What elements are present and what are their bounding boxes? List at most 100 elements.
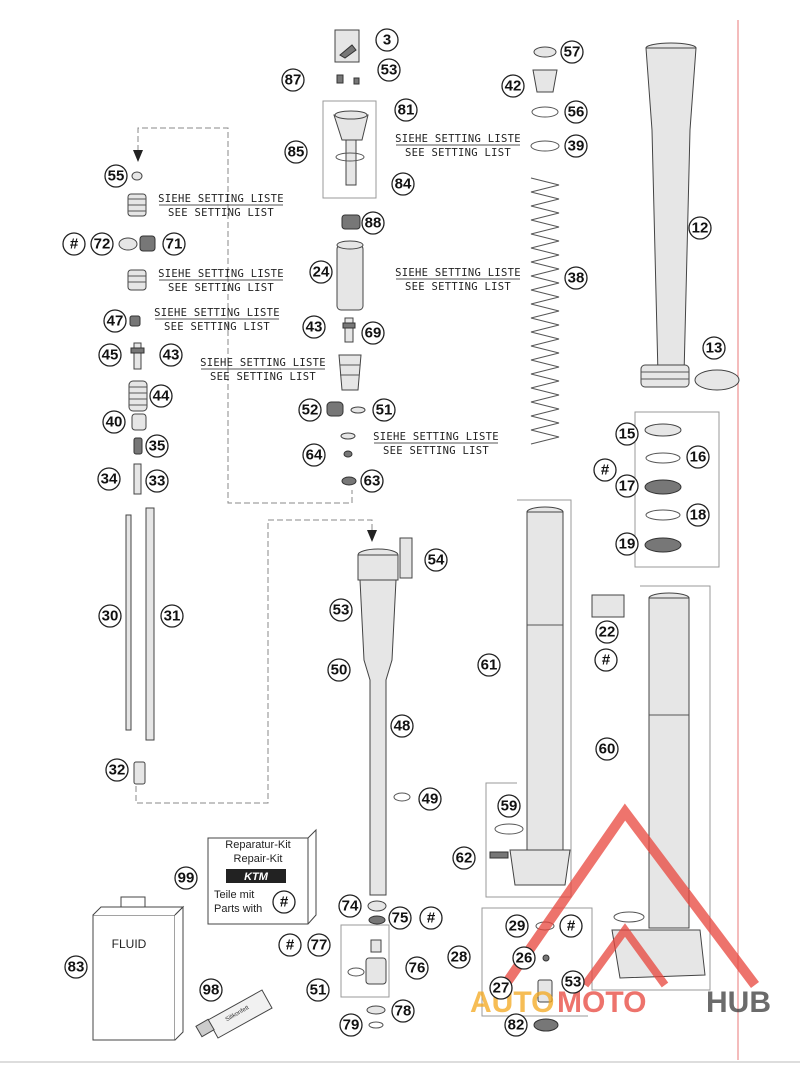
callout-number: 39 [568,138,585,155]
callout-circle [98,343,122,367]
hash-marker: # [593,458,617,482]
hash-symbol: # [70,236,79,253]
callout-number: 59 [501,798,518,815]
callout-number: 44 [153,388,170,405]
callout-32: 32 [105,758,129,782]
callout-51: 51 [306,978,330,1002]
hash-symbol: # [427,910,436,927]
callout-number: 47 [107,313,124,330]
callout-79: 79 [339,1013,363,1037]
hash-markers: ####### [62,232,618,957]
watermark-auto: AUTO [470,986,554,1019]
callout-78: 78 [391,999,415,1023]
callout-27: 27 [489,976,513,1000]
callout-55: 55 [104,164,128,188]
callout-number: 17 [619,478,636,495]
callout-number: 50 [331,662,348,679]
callout-number: 38 [568,270,585,287]
callout-circle [405,956,429,980]
hash-marker: # [62,232,86,256]
callout-31: 31 [160,604,184,628]
callout-number: 55 [108,168,125,185]
callout-82: 82 [504,1013,528,1037]
setting-note-en: SEE SETTING LIST [168,207,274,219]
callout-18: 18 [686,503,710,527]
callout-circle [338,894,362,918]
callout-circle [560,40,584,64]
callout-circle [64,955,88,979]
callout-number: 82 [508,1017,525,1034]
setting-note-de: SIEHE SETTING LISTE [395,267,521,279]
hash-symbol: # [601,462,610,479]
callout-number: 16 [690,449,707,466]
bushings-and-seals [644,423,682,553]
fluid-bottle: FLUID [92,896,185,1041]
hash-marker: # [278,933,302,957]
callout-number: 79 [343,1017,360,1034]
callout-number: 42 [505,78,522,95]
callout-number: 99 [178,870,195,887]
callout-circle [702,336,726,360]
callout-circle [375,28,399,52]
callout-circle [174,866,198,890]
callout-12: 12 [688,216,712,240]
callout-number: 40 [106,414,123,431]
callout-circle [103,309,127,333]
callout-number: 77 [311,937,328,954]
callout-circle [512,946,536,970]
callout-39: 39 [564,134,588,158]
callout-circle [361,211,385,235]
callout-circle [497,794,521,818]
callout-number: 53 [381,62,398,79]
callout-circle [97,467,121,491]
callout-circle [615,474,639,498]
callout-circle [281,68,305,92]
callout-number: 26 [516,950,533,967]
callout-circle [102,410,126,434]
hash-marker: # [419,906,443,930]
callout-circle [377,58,401,82]
callout-62: 62 [452,846,476,870]
hash-symbol: # [280,894,289,911]
callout-48: 48 [390,714,414,738]
callout-29: 29 [505,914,529,938]
callout-circle [688,216,712,240]
callout-number: 61 [481,657,498,674]
callout-circle [199,978,223,1002]
callout-circle [160,604,184,628]
fluid-label: FLUID [112,937,147,951]
callout-circle [477,653,501,677]
repair-kit-box: Reparatur-Kit Repair-Kit KTM Teile mit P… [207,828,317,925]
callout-number: 53 [333,602,350,619]
callout-19: 19 [615,532,639,556]
callout-34: 34 [97,467,121,491]
setting-note-de: SIEHE SETTING LISTE [395,133,521,145]
callout-number: 75 [392,910,409,927]
hash-marker: # [559,914,583,938]
callout-83: 83 [64,955,88,979]
callout-number: 33 [149,473,166,490]
callout-number: 53 [565,974,582,991]
callout-circle [361,321,385,345]
setting-note-en: SEE SETTING LIST [383,445,489,457]
callout-54: 54 [424,548,448,572]
callout-number: 48 [394,718,411,735]
setting-note-en: SEE SETTING LIST [405,147,511,159]
callout-26: 26 [512,946,536,970]
callout-number: 28 [451,949,468,966]
callout-circle [504,1013,528,1037]
callout-50: 50 [327,658,351,682]
dashed-leader-lines [133,127,377,804]
callout-77: 77 [307,933,331,957]
callout-circle [686,503,710,527]
callout-number: 51 [310,982,327,999]
callout-number: 49 [422,791,439,808]
callout-circle [388,906,412,930]
callout-circle [145,469,169,493]
callout-number: 34 [101,471,118,488]
spring-and-caps [530,46,560,445]
